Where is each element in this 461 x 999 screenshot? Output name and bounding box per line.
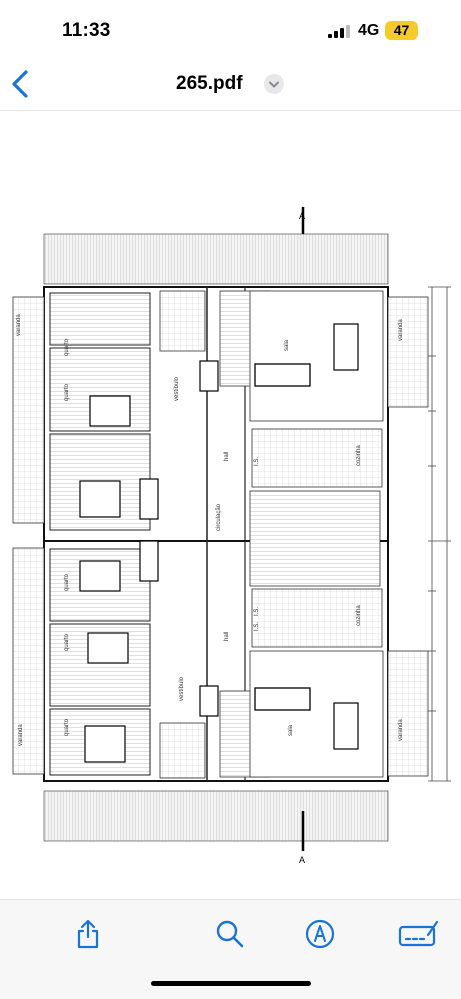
room-label: hall: [224, 452, 230, 461]
status-time: 11:33: [62, 20, 111, 41]
search-button[interactable]: [213, 917, 247, 951]
room-label: quarto: [64, 383, 70, 401]
room-label: varanda: [398, 719, 404, 741]
room-label: circulação: [216, 503, 222, 531]
room-label: quarto: [64, 718, 70, 736]
room-label: varanda: [18, 724, 24, 746]
pdf-page-view[interactable]: A A: [0, 111, 461, 899]
section-mark-bottom: A: [299, 855, 305, 865]
navigation-bar: 265.pdf: [0, 60, 461, 111]
status-bar: 11:33 4G 47: [0, 0, 461, 60]
share-icon: [77, 919, 99, 949]
room-label: sala: [284, 339, 290, 351]
home-indicator: [151, 981, 311, 986]
room-label: varanda: [16, 314, 22, 336]
network-type: 4G: [358, 22, 380, 39]
chevron-down-icon: [269, 81, 279, 88]
section-mark-top: A: [299, 211, 305, 221]
room-label: quarto: [64, 338, 70, 356]
room-label: I.S.: [254, 457, 260, 466]
room-label: quarto: [64, 633, 70, 651]
cellular-signal-icon: [328, 24, 352, 38]
document-title[interactable]: 265.pdf: [176, 73, 243, 94]
room-label: cozinha: [356, 445, 362, 466]
room-label: varanda: [398, 319, 404, 341]
room-label: hall: [224, 632, 230, 641]
signature-button[interactable]: [398, 917, 440, 951]
room-label: vestíbulo: [179, 676, 185, 701]
room-label: I.S.: [254, 607, 260, 616]
room-label: I.S.: [254, 622, 260, 631]
markup-pen-icon: [305, 919, 335, 949]
battery-indicator: 47: [385, 21, 418, 40]
room-label: vestíbulo: [174, 376, 180, 401]
room-label: cozinha: [356, 605, 362, 626]
floor-plan-drawing: A A: [12, 207, 451, 865]
back-button[interactable]: [6, 66, 40, 102]
search-icon: [216, 920, 244, 948]
title-menu-button[interactable]: [264, 74, 284, 94]
chevron-left-icon: [12, 70, 28, 98]
share-button[interactable]: [71, 917, 105, 951]
room-label: sala: [288, 724, 294, 736]
markup-button[interactable]: [303, 917, 337, 951]
room-label: quarto: [64, 573, 70, 591]
signature-icon: [398, 920, 439, 947]
